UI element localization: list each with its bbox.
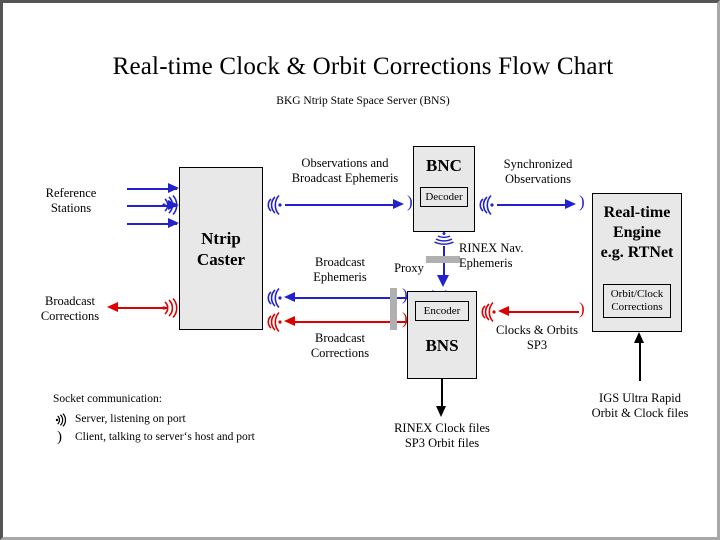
- clocks-orbits-arrow-head: [498, 306, 509, 316]
- rinex-nav-arrow-head: [437, 275, 449, 287]
- proxy-bar: [390, 288, 397, 330]
- server-socket-icon-bns-right: [479, 300, 497, 324]
- broadcast-corrections-arrow-line: [116, 307, 168, 309]
- server-socket-icon-rinex-nav: [434, 231, 454, 247]
- server-socket-icon-caster-right-top: [265, 193, 283, 217]
- client-socket-icon-engine-left-top: ): [579, 192, 585, 211]
- clocks-orbits-arrow-line: [507, 311, 579, 313]
- broadcast-corrections-edge-label: Broadcast Corrections: [310, 331, 370, 360]
- igs-ultra-rapid-arrow-head: [634, 332, 644, 343]
- bnc-title: BNC: [426, 156, 462, 175]
- bns-title: BNS: [425, 336, 459, 355]
- ref-arrow-2-line: [127, 205, 177, 207]
- broadcast-corrections-arrow-head: [107, 302, 118, 312]
- observations-arrow-line: [285, 204, 399, 206]
- bns-encoder-label: Encoder: [423, 304, 461, 317]
- reference-stations-label: Reference Stations: [45, 186, 97, 215]
- broadcast-ephemeris-arrow-line: [293, 297, 407, 299]
- igs-ultra-rapid-arrow-line: [639, 341, 641, 381]
- igs-ultra-rapid-label: IGS Ultra Rapid Orbit & Clock files: [591, 391, 689, 420]
- sync-obs-arrow-line: [497, 204, 571, 206]
- bnc-decoder-label: Decoder: [425, 190, 463, 203]
- server-socket-icon-red-left: [161, 296, 179, 320]
- rinex-nav-arrow-line: [443, 246, 445, 281]
- broadcast-corrections-output-label: Broadcast Corrections: [40, 294, 100, 323]
- client-socket-icon-bns-left-bottom: ): [402, 309, 408, 328]
- broadcast-ephemeris-arrow-head: [284, 292, 295, 302]
- rinex-clock-files-arrow-head: [436, 406, 446, 417]
- rinex-clock-files-arrow-line: [441, 379, 443, 411]
- page-subtitle: BKG Ntrip State Space Server (BNS): [276, 95, 450, 107]
- ntrip-caster-box[interactable]: Ntrip Caster: [179, 167, 263, 330]
- page-title: Real-time Clock & Orbit Corrections Flow…: [112, 53, 614, 80]
- ntrip-caster-title: Ntrip Caster: [196, 228, 246, 269]
- ref-arrow-1-head: [168, 183, 179, 193]
- rt-engine-box[interactable]: Real-time Engine e.g. RTNet Orbit/Clock …: [592, 193, 682, 332]
- rt-engine-orbit-clock-subbox[interactable]: Orbit/Clock Corrections: [603, 284, 671, 318]
- ref-arrow-3-line: [127, 223, 177, 225]
- observations-edge-label: Observations and Broadcast Ephemeris: [291, 156, 399, 185]
- client-socket-icon-bns-left-top: ): [402, 285, 408, 304]
- legend-item-server-label: Server, listening on port: [75, 413, 186, 425]
- proxy-label: Proxy: [394, 261, 424, 275]
- legend-item-server: Server, listening on port: [53, 411, 353, 428]
- broadcast-corrections-arrow-line-2: [293, 321, 407, 323]
- observations-arrow-head: [393, 199, 404, 209]
- server-socket-icon: [161, 193, 179, 217]
- client-socket-icon-engine-left-bottom: ): [579, 299, 585, 318]
- rinex-nav-label: RINEX Nav. Ephemeris: [459, 241, 524, 270]
- clocks-orbits-label: Clocks & Orbits SP3: [496, 323, 578, 352]
- server-socket-icon-bnc-right: [477, 193, 495, 217]
- legend-heading: Socket communication:: [53, 393, 162, 405]
- bns-encoder-subbox[interactable]: Encoder: [415, 301, 469, 321]
- ref-arrow-3-head: [168, 218, 179, 228]
- proxy-bar-vertical-edge: [426, 256, 460, 263]
- bnc-decoder-subbox[interactable]: Decoder: [420, 187, 468, 207]
- legend-item-client-label: Client, talking to server‘s host and por…: [75, 431, 255, 443]
- bnc-box[interactable]: BNC Decoder: [413, 146, 475, 232]
- synchronized-observations-label: Synchronized Observations: [503, 157, 573, 186]
- broadcast-corrections-arrow-head-2: [284, 316, 295, 326]
- server-socket-icon-caster-right-mid: [265, 286, 283, 310]
- rt-engine-title: Real-time Engine e.g. RTNet: [600, 204, 674, 261]
- legend-item-client: ) Client, talking to server‘s host and p…: [53, 429, 353, 446]
- rinex-clock-files-label: RINEX Clock files SP3 Orbit files: [394, 421, 490, 450]
- rt-engine-orbit-clock-label: Orbit/Clock Corrections: [610, 288, 664, 313]
- client-socket-icon-bnc-left: ): [407, 192, 413, 211]
- server-socket-icon-legend: [53, 412, 69, 428]
- ref-arrow-2-head: [168, 200, 179, 210]
- bns-box[interactable]: Encoder BNS: [407, 291, 477, 379]
- ref-arrow-1-line: [127, 188, 177, 190]
- client-socket-icon-legend: ): [57, 429, 62, 445]
- sync-obs-arrow-head: [565, 199, 576, 209]
- broadcast-ephemeris-label: Broadcast Ephemeris: [313, 255, 367, 284]
- server-socket-icon-caster-right-bottom: [265, 310, 283, 334]
- legend: Socket communication: Server, listening …: [53, 391, 353, 446]
